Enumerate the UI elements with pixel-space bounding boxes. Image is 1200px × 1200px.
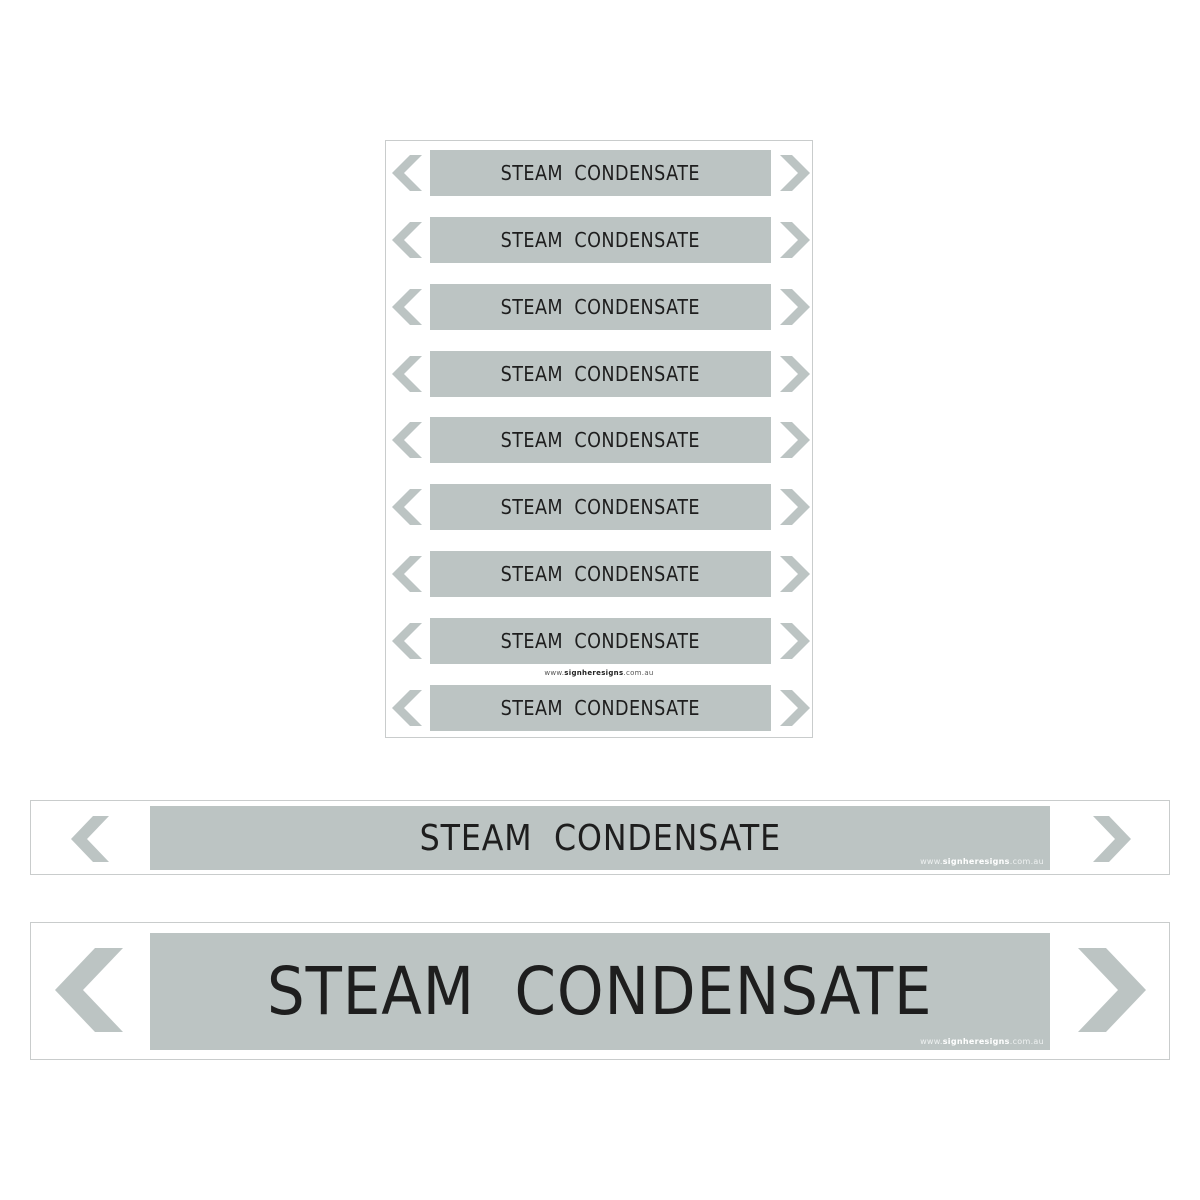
marker-band: STEAM CONDENSATE bbox=[430, 150, 771, 196]
marker-label: STEAM CONDENSATE bbox=[500, 696, 701, 720]
chevron-left-icon bbox=[392, 556, 422, 592]
sheet-marker-row: STEAM CONDENSATE bbox=[386, 351, 812, 397]
chevron-right-icon bbox=[780, 155, 810, 191]
chevron-right-icon bbox=[780, 289, 810, 325]
pipe-marker-large: STEAM CONDENSATE www.signheresigns.com.a… bbox=[30, 922, 1170, 1060]
sheet-marker-row: STEAM CONDENSATE bbox=[386, 484, 812, 530]
chevron-left-icon bbox=[392, 690, 422, 726]
chevron-right-icon bbox=[1093, 816, 1131, 862]
marker-label: STEAM CONDENSATE bbox=[500, 495, 701, 519]
marker-sheet: STEAM CONDENSATE STEAM CONDENSATE STEAM CO… bbox=[385, 140, 813, 738]
chevron-left-icon bbox=[392, 422, 422, 458]
brand-url: www.signheresigns.com.au bbox=[544, 669, 654, 677]
sheet-marker-row: STEAM CONDENSATE bbox=[386, 618, 812, 664]
chevron-right-icon bbox=[780, 422, 810, 458]
marker-band: STEAM CONDENSATE www.signheresigns.com.a… bbox=[150, 933, 1050, 1050]
sheet-marker-row: STEAM CONDENSATE bbox=[386, 551, 812, 597]
pipe-marker-medium: STEAM CONDENSATE www.signheresigns.com.a… bbox=[30, 800, 1170, 875]
marker-band: STEAM CONDENSATE bbox=[430, 417, 771, 463]
sheet-marker-row: STEAM CONDENSATE bbox=[386, 150, 812, 196]
marker-band: STEAM CONDENSATE bbox=[430, 284, 771, 330]
marker-band: STEAM CONDENSATE bbox=[430, 217, 771, 263]
marker-label: STEAM CONDENSATE bbox=[419, 817, 781, 859]
marker-band: STEAM CONDENSATE bbox=[430, 351, 771, 397]
sheet-marker-row: STEAM CONDENSATE bbox=[386, 685, 812, 731]
marker-label: STEAM CONDENSATE bbox=[267, 953, 933, 1030]
marker-band: STEAM CONDENSATE bbox=[430, 685, 771, 731]
sheet-marker-row: STEAM CONDENSATE bbox=[386, 217, 812, 263]
marker-label: STEAM CONDENSATE bbox=[500, 629, 701, 653]
sheet-marker-row: STEAM CONDENSATE bbox=[386, 284, 812, 330]
chevron-left-icon bbox=[392, 222, 422, 258]
chevron-right-icon bbox=[780, 556, 810, 592]
marker-label: STEAM CONDENSATE bbox=[500, 295, 701, 319]
marker-label: STEAM CONDENSATE bbox=[500, 428, 701, 452]
chevron-left-icon bbox=[55, 948, 123, 1032]
marker-band: STEAM CONDENSATE bbox=[430, 484, 771, 530]
chevron-right-icon bbox=[780, 690, 810, 726]
chevron-left-icon bbox=[392, 489, 422, 525]
marker-band: STEAM CONDENSATE www.signheresigns.com.a… bbox=[150, 806, 1050, 870]
marker-label: STEAM CONDENSATE bbox=[500, 228, 701, 252]
brand-url: www.signheresigns.com.au bbox=[920, 1037, 1044, 1046]
marker-band: STEAM CONDENSATE bbox=[430, 551, 771, 597]
chevron-right-icon bbox=[780, 222, 810, 258]
chevron-left-icon bbox=[392, 356, 422, 392]
brand-url: www.signheresigns.com.au bbox=[920, 857, 1044, 866]
chevron-left-icon bbox=[392, 623, 422, 659]
marker-label: STEAM CONDENSATE bbox=[500, 562, 701, 586]
marker-band: STEAM CONDENSATE bbox=[430, 618, 771, 664]
chevron-right-icon bbox=[780, 356, 810, 392]
marker-label: STEAM CONDENSATE bbox=[500, 161, 701, 185]
chevron-left-icon bbox=[392, 155, 422, 191]
chevron-left-icon bbox=[71, 816, 109, 862]
chevron-left-icon bbox=[392, 289, 422, 325]
sheet-marker-row: STEAM CONDENSATE bbox=[386, 417, 812, 463]
marker-label: STEAM CONDENSATE bbox=[500, 362, 701, 386]
chevron-right-icon bbox=[1078, 948, 1146, 1032]
chevron-right-icon bbox=[780, 489, 810, 525]
chevron-right-icon bbox=[780, 623, 810, 659]
